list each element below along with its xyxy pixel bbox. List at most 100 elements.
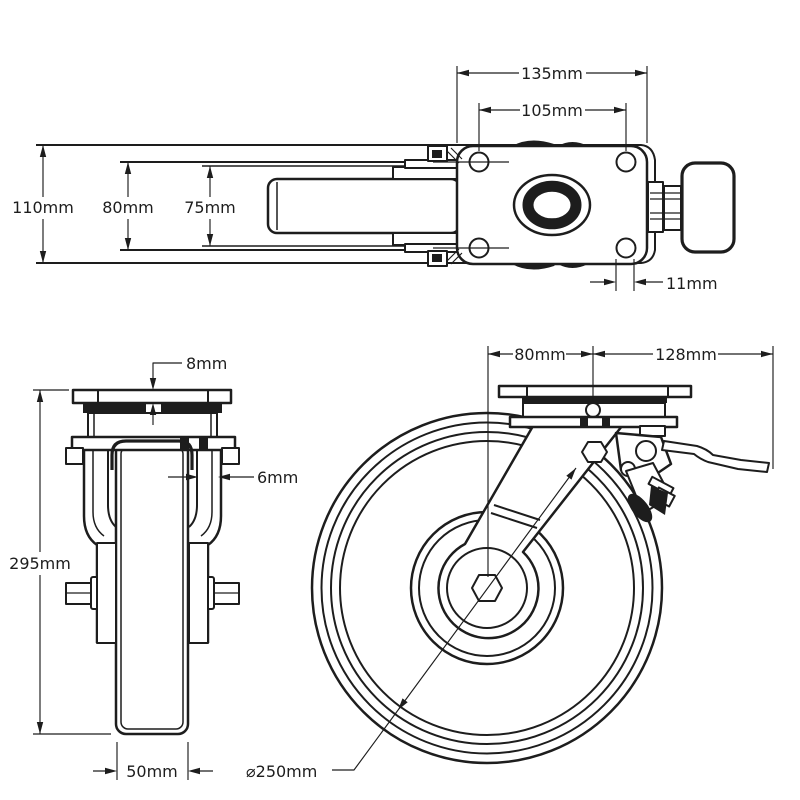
arrowhead	[149, 403, 157, 415]
hatch-marks	[446, 147, 463, 265]
brake-pivot-hole-1	[635, 440, 657, 462]
axle-hex-nut	[471, 574, 503, 602]
arrowhead	[566, 468, 576, 480]
arrowhead	[479, 106, 491, 114]
flange-slot-2	[199, 438, 208, 449]
bolt-hole-top-right	[615, 151, 637, 173]
envelope-line-bottom	[36, 232, 656, 264]
left-leg-inner	[107, 450, 117, 528]
arrowhead	[593, 350, 605, 358]
tire-crown	[110, 439, 194, 470]
dim-label-offset-to-lever: 128mm	[655, 345, 717, 364]
arrowhead	[398, 698, 408, 710]
brake-lever	[661, 440, 770, 473]
top-plate-side-tabs	[526, 386, 669, 397]
top-plate-tabs	[97, 390, 209, 403]
brake-rod-lines	[650, 192, 683, 220]
arrowhead	[581, 350, 593, 358]
arrowhead	[36, 722, 44, 734]
arrowhead	[124, 238, 132, 250]
wheel-tread-circle-3	[330, 431, 644, 745]
arrowhead	[39, 251, 47, 263]
leader-250	[332, 467, 577, 771]
ext-lines-105	[478, 103, 627, 151]
envelope-line-top	[36, 144, 656, 181]
ext-lines-side	[487, 346, 774, 577]
arrowhead	[105, 767, 117, 775]
fork-width-lines	[120, 161, 457, 251]
dim-label-wheel-width: 50mm	[126, 762, 178, 781]
dim-label-inner-width: 75mm	[184, 198, 236, 217]
plate-section-right	[161, 404, 222, 413]
bearing-cap-right	[221, 447, 240, 465]
arrowhead	[614, 106, 626, 114]
dim-label-overall-height: 295mm	[9, 554, 71, 573]
bolt-hole-center-lines	[433, 161, 509, 249]
lower-flange-side	[508, 415, 679, 429]
brake-wedge	[649, 486, 668, 515]
swivel-hub-ring	[522, 180, 582, 230]
front-view: 8mm 6mm 295mm 50mm	[9, 354, 298, 781]
dim-label-plate-thickness: 8mm	[186, 354, 227, 373]
arrowhead	[124, 162, 132, 174]
leg-crease-lines	[490, 504, 541, 529]
top-view: 135mm 105mm 110mm 80mm 75mm 11mm	[12, 64, 736, 293]
arrowhead	[39, 145, 47, 157]
dim-label-swivel-offset: 80mm	[514, 345, 566, 364]
ext-lines-135	[456, 66, 648, 143]
arrowhead	[186, 473, 198, 481]
dim-label-wheel-diameter: ⌀250mm	[246, 762, 317, 781]
arrowhead	[36, 390, 44, 402]
arrowhead	[457, 69, 469, 77]
kingpin-bolt	[585, 402, 601, 418]
flange-slot-side-2	[602, 418, 610, 426]
arrowhead	[604, 278, 616, 286]
ext-lines-295	[33, 389, 111, 735]
top-plate	[71, 388, 233, 405]
arrowhead	[206, 166, 214, 178]
brake-pad	[627, 493, 653, 523]
arrowhead	[761, 350, 773, 358]
wheel-top-outline	[266, 177, 462, 235]
latch-tab-top-slot	[432, 150, 442, 158]
fork-strap-right	[188, 542, 209, 644]
right-leg-mid	[200, 450, 213, 537]
raceway-sliver-top	[512, 140, 588, 146]
dim-label-plate-width: 135mm	[521, 64, 583, 83]
dim-label-bolt-hole: 11mm	[666, 274, 718, 293]
bearing-cap-left	[65, 447, 84, 465]
dim-label-leg-thickness: 6mm	[257, 468, 298, 487]
wheel-tread-circle-4	[339, 440, 635, 736]
brake-linkage-block-1	[647, 181, 664, 233]
ext-lines-50	[116, 742, 189, 780]
arrowhead	[149, 378, 157, 390]
ext-lines-11	[615, 259, 635, 291]
plate-section-left	[83, 404, 146, 413]
bolt-hole-bottom-right	[615, 237, 637, 259]
latch-tab-bottom-slot	[432, 254, 442, 262]
dim-label-overall-width: 110mm	[12, 198, 74, 217]
flange-slot-side-1	[580, 418, 588, 426]
leader-8mm	[152, 362, 182, 425]
wheel-tread-circle-1	[310, 411, 664, 765]
right-leg-inner	[188, 450, 198, 528]
side-view: 80mm 128mm ⌀250mm	[246, 345, 774, 781]
fork-strap-left	[96, 542, 117, 644]
lower-flange	[70, 435, 237, 452]
arrowhead	[188, 767, 200, 775]
left-leg-outer	[82, 450, 99, 643]
arrowhead	[635, 69, 647, 77]
arrowhead	[218, 473, 230, 481]
right-leg-outer	[206, 450, 223, 643]
leg-hex-bolt	[581, 441, 608, 463]
arrowhead	[634, 278, 646, 286]
wheel-front-outline	[114, 440, 190, 736]
dim-label-bolt-spacing: 105mm	[521, 101, 583, 120]
dim-label-fork-width: 80mm	[102, 198, 154, 217]
arrowhead	[206, 234, 214, 246]
plate-section-side	[522, 397, 667, 403]
raceway-sliver-bottom	[512, 264, 588, 270]
wheel-tread-circle-2	[320, 421, 654, 755]
